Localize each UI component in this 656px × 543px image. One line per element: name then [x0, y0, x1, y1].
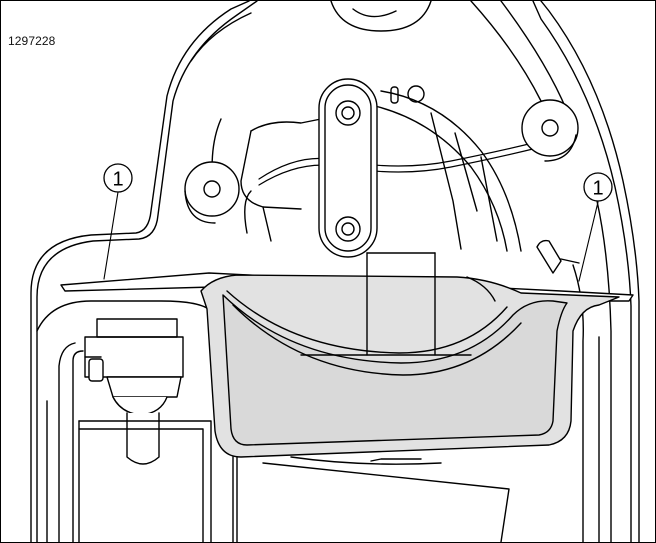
callout-left-circle	[103, 163, 133, 193]
callout-right-label: 1	[592, 178, 603, 200]
fender-shell	[30, 1, 640, 542]
mount-structure	[211, 1, 542, 252]
center-bracket	[318, 78, 378, 258]
drip-pan	[200, 252, 620, 542]
leader-line-right	[578, 201, 599, 282]
leader-lines	[103, 191, 599, 282]
callout-right: 1	[583, 172, 613, 202]
figure-id: 1297228	[8, 34, 56, 48]
callout-right-circle	[583, 172, 613, 202]
mounting-bosses	[184, 99, 579, 224]
callout-left: 1	[103, 163, 133, 193]
callout-left-label: 1	[112, 169, 123, 191]
left-mechanism	[36, 300, 212, 542]
leader-line-left	[103, 191, 119, 280]
